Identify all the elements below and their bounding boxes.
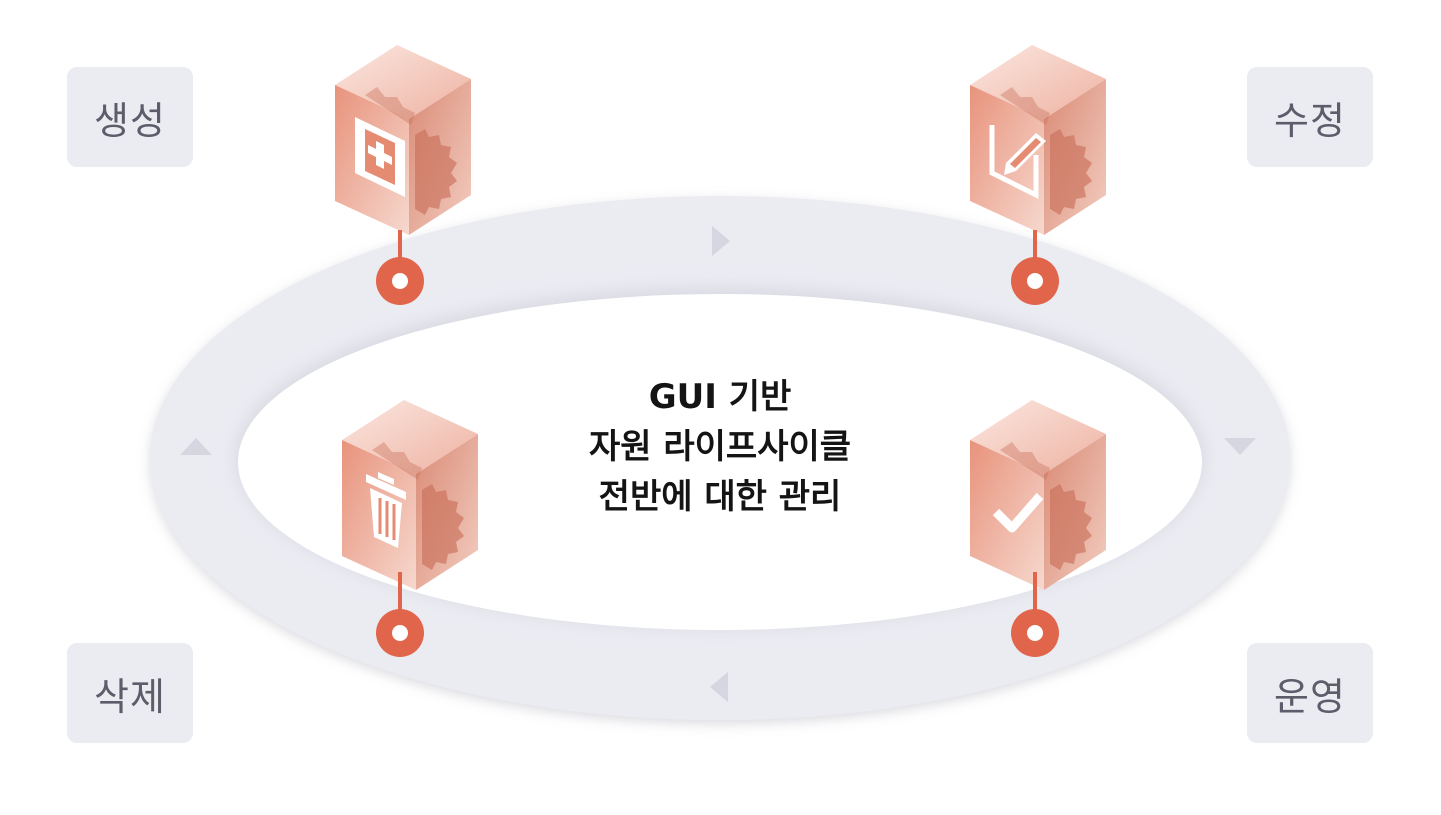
arrow-left-icon <box>710 672 728 702</box>
create-cube <box>335 45 471 235</box>
trash-icon <box>366 472 406 548</box>
edit-cube <box>970 45 1106 235</box>
operate-node <box>1011 609 1059 657</box>
stage-label-create: 생성 <box>67 67 193 167</box>
operate-cube <box>970 400 1106 590</box>
delete-cube <box>342 400 478 590</box>
lifecycle-ring <box>150 196 1290 720</box>
stage-label-operate: 운영 <box>1247 643 1373 743</box>
stage-label-delete: 삭제 <box>67 643 193 743</box>
check-icon <box>992 493 1044 533</box>
delete-node <box>376 609 424 657</box>
center-title: GUI 기반 자원 라이프사이클 전반에 대한 관리 <box>520 372 920 522</box>
arrow-up-icon <box>180 438 212 455</box>
pencil-icon <box>989 125 1046 200</box>
center-title-line2: 자원 라이프사이클 <box>588 427 852 467</box>
stage-label-edit: 수정 <box>1247 67 1373 167</box>
edit-node <box>1011 257 1059 305</box>
arrow-right-icon <box>712 226 730 256</box>
arrow-down-icon <box>1224 438 1256 455</box>
create-node <box>376 257 424 305</box>
center-title-line1: GUI 기반 <box>648 377 792 417</box>
center-title-line3: 전반에 대한 관리 <box>598 477 842 517</box>
